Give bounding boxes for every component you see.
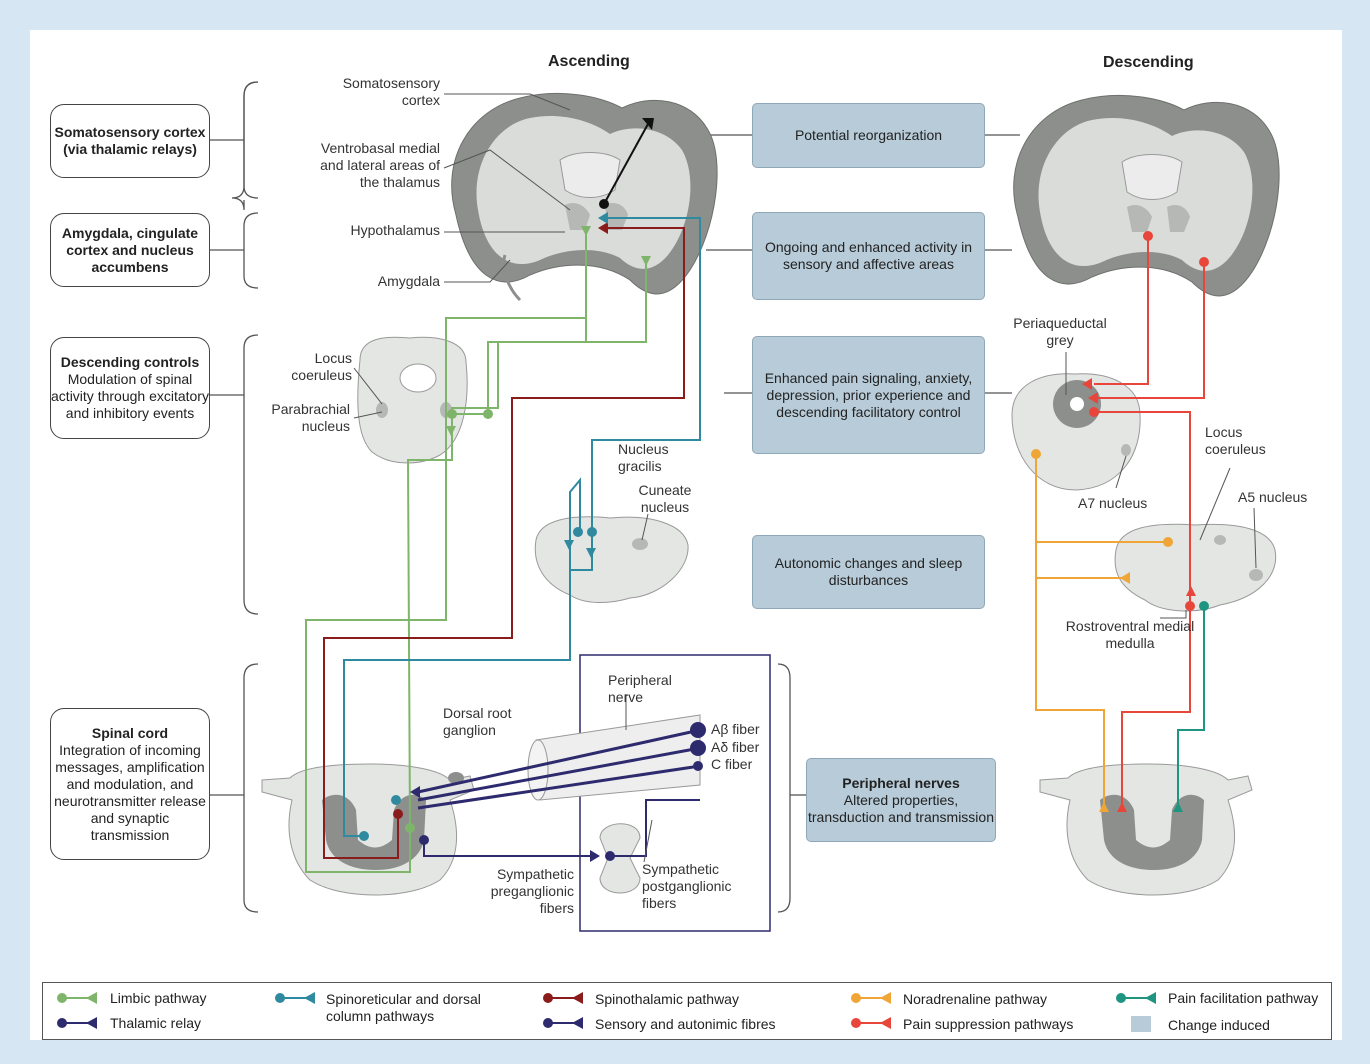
- legend-noradrenaline: Noradrenaline pathway: [903, 991, 1047, 1007]
- label-ventrobasal: Ventrobasal medial and lateral areas of …: [320, 140, 440, 190]
- legend-pain-facilitation: Pain facilitation pathway: [1168, 990, 1319, 1006]
- box-spinal-body: Integration of incoming messages, amplif…: [54, 741, 206, 843]
- box-descending-controls: Descending controls Modulation of spinal…: [50, 337, 210, 439]
- label-a5: A5 nucleus: [1238, 489, 1308, 505]
- change-box-autonomic: Autonomic changes and sleep disturbances: [752, 535, 985, 609]
- box-descending-body: Modulation of spinal activity through ex…: [51, 371, 209, 421]
- label-nucleus-gracilis: Nucleus gracilis: [618, 441, 669, 474]
- descending-heading: Descending: [1103, 54, 1194, 71]
- box-descending-title: Descending controls: [60, 354, 200, 370]
- label-sym-pre: Sympathetic preganglionic fibers: [490, 866, 574, 916]
- label-rvm: Rostroventral medial medulla: [1065, 618, 1195, 651]
- spinal-cord-left: [261, 763, 475, 896]
- legend-spinoreticular: Spinoreticular and dorsal column pathway…: [326, 991, 481, 1024]
- medulla-right: [1114, 523, 1277, 612]
- legend-pain-suppression: Pain suppression pathways: [903, 1016, 1074, 1032]
- dorsal-root-ganglion: [448, 772, 464, 784]
- left-midbrain: [357, 336, 468, 464]
- change-box-peripheral-nerves: Peripheral nerves Altered properties, tr…: [806, 758, 996, 842]
- box-spinal-title: Spinal cord: [91, 724, 169, 741]
- label-peripheral-nerve: Peripheral nerve: [608, 672, 672, 705]
- label-cfiber: C fiber: [711, 756, 753, 772]
- legend: [42, 982, 1332, 1040]
- label-abeta: Aβ fiber: [711, 721, 760, 737]
- label-locus-coeruleus-right: Locus coeruleus: [1205, 424, 1266, 457]
- brace-peripheral: [777, 663, 791, 913]
- box-somatosensory-title: Somatosensory cortex (via thalamic relay…: [54, 124, 206, 157]
- change-box-ongoing-activity: Ongoing and enhanced activity in sensory…: [752, 212, 985, 300]
- label-dorsal-root: Dorsal root ganglion: [443, 705, 512, 738]
- sympathetic-ganglion: [599, 823, 641, 894]
- descending-brain: [1013, 95, 1280, 297]
- peripheral-nerve-cylinder: [527, 714, 701, 801]
- medulla-left: [534, 516, 689, 603]
- legend-thalamic-relay: Thalamic relay: [110, 1015, 202, 1031]
- legend-sensory: Sensory and autonimic fibres: [595, 1016, 776, 1032]
- spinal-cord-right: [1039, 763, 1253, 896]
- change-box-peripheral-title: Peripheral nerves: [842, 774, 960, 791]
- box-somatosensory: Somatosensory cortex (via thalamic relay…: [50, 104, 210, 178]
- label-locus-coeruleus-left: Locus coeruleus: [291, 350, 352, 383]
- change-box-ongoing-text: Ongoing and enhanced activity in sensory…: [764, 239, 973, 272]
- legend-spinothalamic: Spinothalamic pathway: [595, 991, 739, 1007]
- brace-amygdala: [243, 212, 259, 289]
- label-parabrachial: Parabrachial nucleus: [271, 401, 350, 434]
- change-box-reorganization-text: Potential reorganization: [794, 127, 943, 143]
- box-amygdala: Amygdala, cingulate cortex and nucleus a…: [50, 213, 210, 287]
- change-box-reorganization: Potential reorganization: [752, 103, 985, 168]
- ascending-heading: Ascending: [548, 53, 630, 70]
- legend-limbic: Limbic pathway: [110, 990, 207, 1006]
- label-sym-post: Sympathetic postganglionic fibers: [642, 861, 732, 911]
- box-spinal-cord: Spinal cord Integration of incoming mess…: [50, 708, 210, 860]
- pag-section: [1011, 373, 1141, 491]
- label-amygdala: Amygdala: [377, 273, 440, 289]
- brace-descending: [243, 334, 259, 615]
- label-adelta: Aδ fiber: [711, 739, 760, 755]
- label-hypothalamus: Hypothalamus: [350, 222, 441, 238]
- change-box-enhanced-text: Enhanced pain signaling, anxiety, depres…: [764, 369, 973, 420]
- label-somatosensory-cortex: Somatosensory cortex: [342, 75, 440, 108]
- change-box-autonomic-text: Autonomic changes and sleep disturbances: [774, 555, 963, 588]
- ascending-brain: [451, 93, 718, 302]
- change-box-peripheral-text: Altered properties, transduction and tra…: [808, 791, 994, 825]
- legend-change-induced: Change induced: [1168, 1017, 1270, 1033]
- label-a7: A7 nucleus: [1078, 495, 1148, 511]
- label-cuneate: Cuneate nucleus: [638, 482, 692, 515]
- box-amygdala-title: Amygdala, cingulate cortex and nucleus a…: [61, 224, 199, 275]
- label-pag: Periaqueductal grey: [1013, 315, 1107, 348]
- change-box-enhanced-pain: Enhanced pain signaling, anxiety, depres…: [752, 336, 985, 454]
- brace-spinal: [243, 663, 259, 913]
